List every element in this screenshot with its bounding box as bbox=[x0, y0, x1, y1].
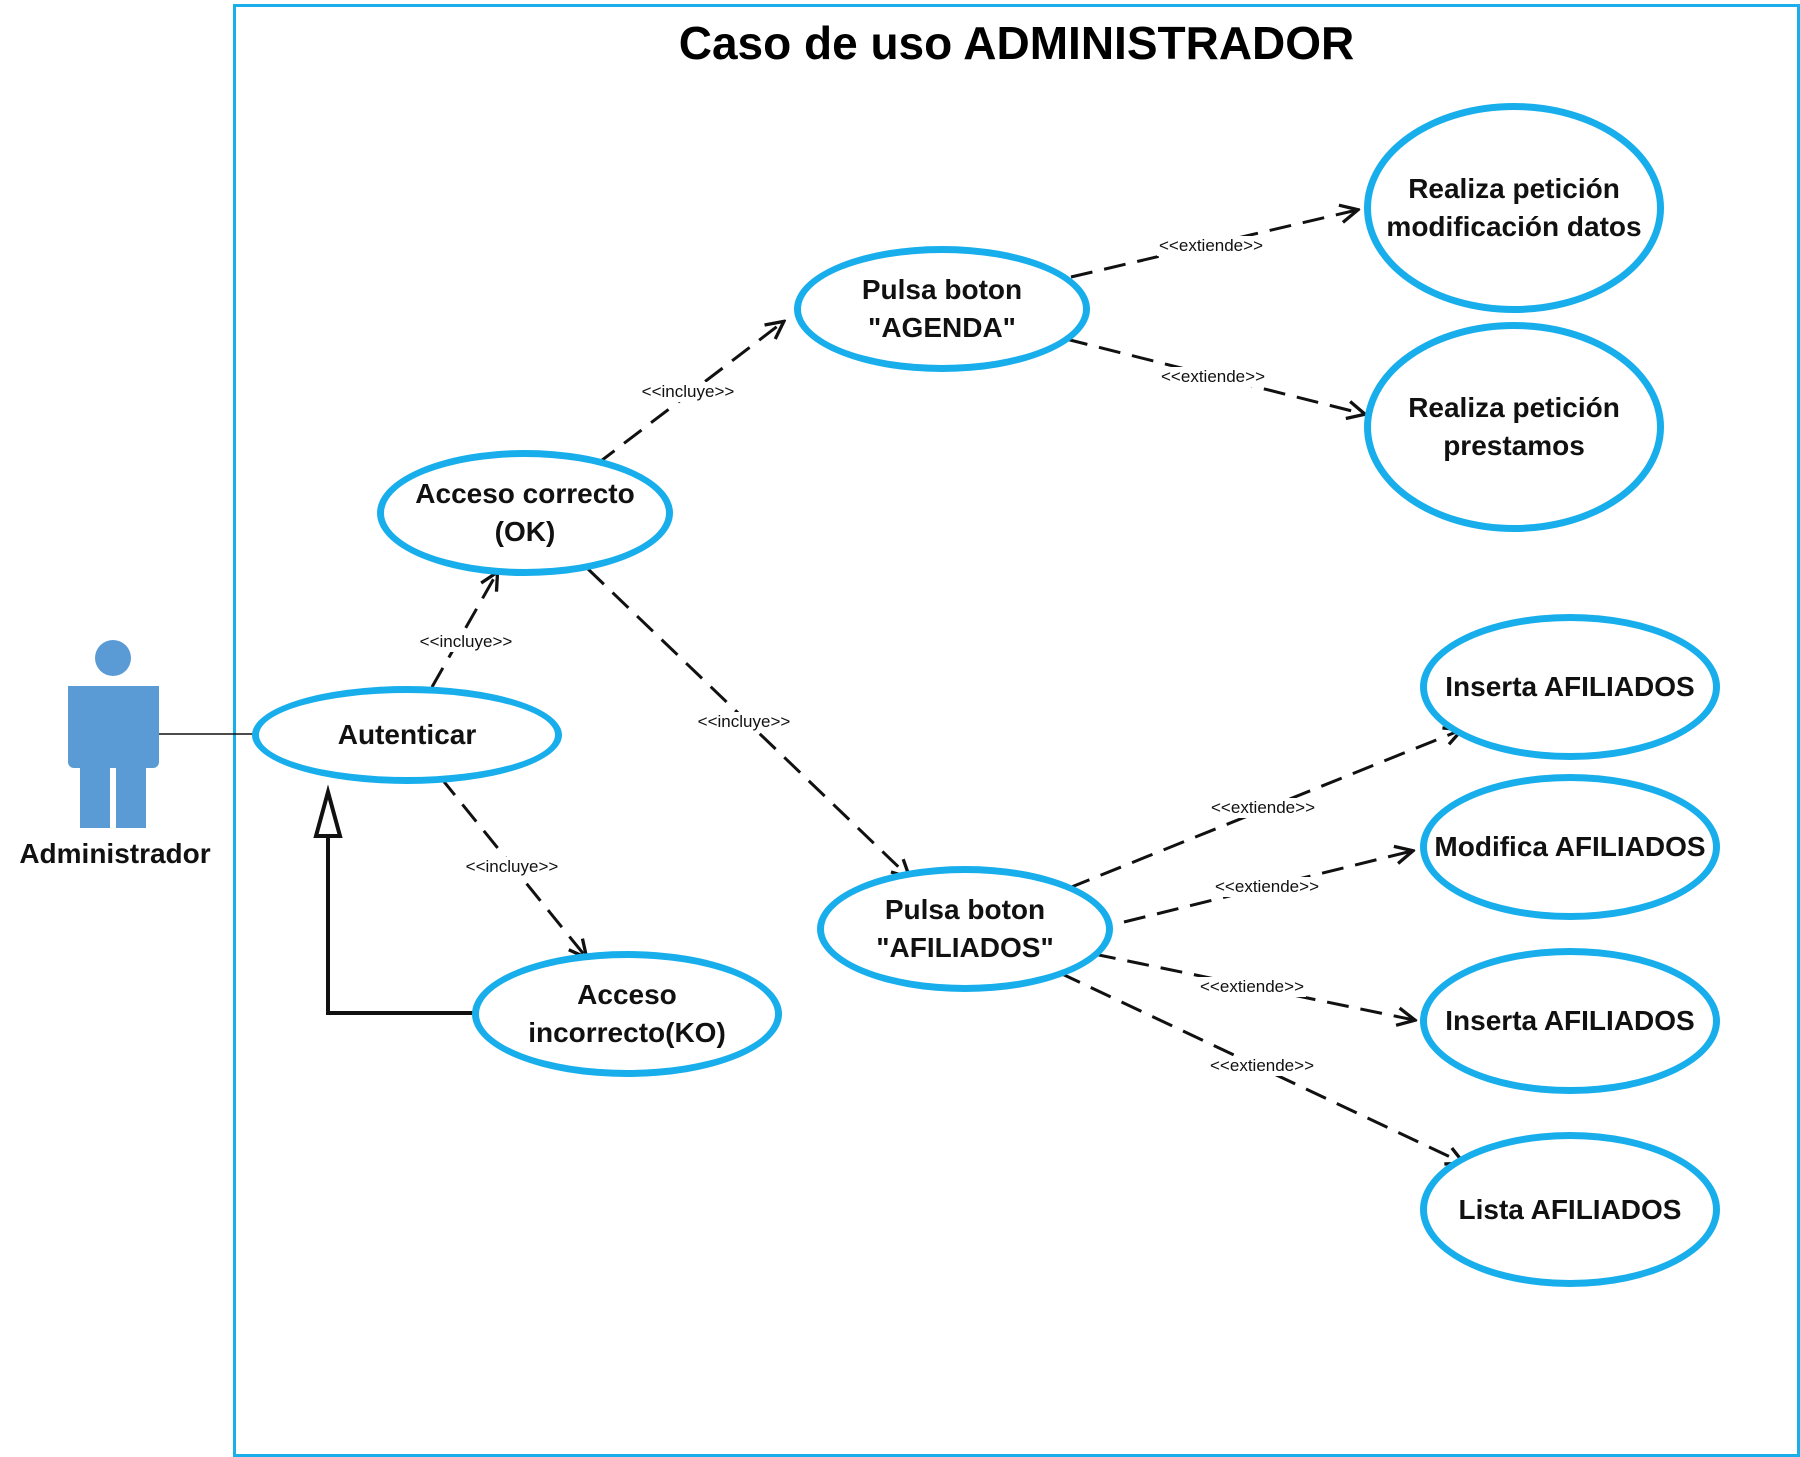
label-afil-modifica: <<extiende>> bbox=[1213, 877, 1321, 897]
label-afil-lista: <<extiende>> bbox=[1208, 1056, 1316, 1076]
use-case-label: Inserta AFILIADOS bbox=[1445, 671, 1695, 702]
label-agenda-prest: <<extiende>> bbox=[1159, 367, 1267, 387]
label-afil-inserta1: <<extiende>> bbox=[1209, 798, 1317, 818]
use-case-label: Pulsa boton bbox=[884, 894, 1046, 925]
use-case-label: Acceso correcto bbox=[415, 478, 635, 509]
use-case-label: Realiza petición bbox=[1408, 173, 1620, 204]
generalization-line bbox=[326, 820, 478, 1015]
use-case-autenticar[interactable]: Autenticar bbox=[252, 686, 562, 784]
label-auth-ko: <<incluye>> bbox=[463, 857, 561, 877]
use-case-peticion-prestamos[interactable]: Realiza petición prestamos bbox=[1364, 322, 1664, 532]
use-case-label: Acceso bbox=[577, 979, 677, 1010]
label-agenda-mod: <<extiende>> bbox=[1157, 236, 1265, 256]
use-case-inserta-afiliados-2[interactable]: Inserta AFILIADOS bbox=[1420, 948, 1720, 1094]
use-case-label: incorrecto(KO) bbox=[528, 1017, 726, 1048]
use-case-label: "AFILIADOS" bbox=[876, 932, 1054, 963]
use-case-lista-afiliados[interactable]: Lista AFILIADOS bbox=[1420, 1132, 1720, 1287]
label-afil-inserta2: <<extiende>> bbox=[1198, 977, 1306, 997]
edge-auth-ok bbox=[430, 573, 497, 688]
use-case-acceso-correcto[interactable]: Acceso correcto (OK) bbox=[377, 450, 673, 576]
use-case-label: Inserta AFILIADOS bbox=[1445, 1005, 1695, 1036]
use-case-modifica-afiliados[interactable]: Modifica AFILIADOS bbox=[1420, 774, 1720, 920]
use-case-label: prestamos bbox=[1443, 430, 1585, 461]
actor-person-icon bbox=[68, 640, 159, 828]
use-case-label: Autenticar bbox=[337, 719, 477, 750]
use-case-peticion-modificacion-datos[interactable]: Realiza petición modificación datos bbox=[1364, 103, 1664, 313]
label-ok-agenda: <<incluye>> bbox=[639, 382, 737, 402]
actor-label: Administrador bbox=[19, 838, 211, 869]
use-case-label: Lista AFILIADOS bbox=[1458, 1193, 1682, 1225]
use-case-pulsa-agenda[interactable]: Pulsa boton "AGENDA" bbox=[794, 246, 1090, 372]
label-ok-afiliados: <<incluye>> bbox=[695, 712, 793, 732]
edge-afil-inserta2 bbox=[1093, 952, 1414, 1020]
use-case-label: modificación datos bbox=[1386, 211, 1642, 242]
generalization-arrowhead bbox=[313, 784, 343, 838]
use-case-label: Realiza petición bbox=[1408, 392, 1620, 423]
use-case-pulsa-afiliados[interactable]: Pulsa boton "AFILIADOS" bbox=[817, 866, 1113, 992]
use-case-label: (OK) bbox=[494, 516, 556, 547]
label-auth-ok: <<incluye>> bbox=[417, 632, 515, 652]
use-case-label: "AGENDA" bbox=[868, 312, 1016, 343]
diagram-title: Caso de uso ADMINISTRADOR bbox=[678, 17, 1355, 69]
use-case-inserta-afiliados-1[interactable]: Inserta AFILIADOS bbox=[1420, 614, 1720, 760]
use-case-label: Modifica AFILIADOS bbox=[1434, 831, 1706, 862]
use-case-acceso-incorrecto[interactable]: Acceso incorrecto(KO) bbox=[472, 951, 782, 1077]
use-case-label: Pulsa boton bbox=[861, 274, 1023, 305]
system-boundary bbox=[233, 4, 1800, 1457]
